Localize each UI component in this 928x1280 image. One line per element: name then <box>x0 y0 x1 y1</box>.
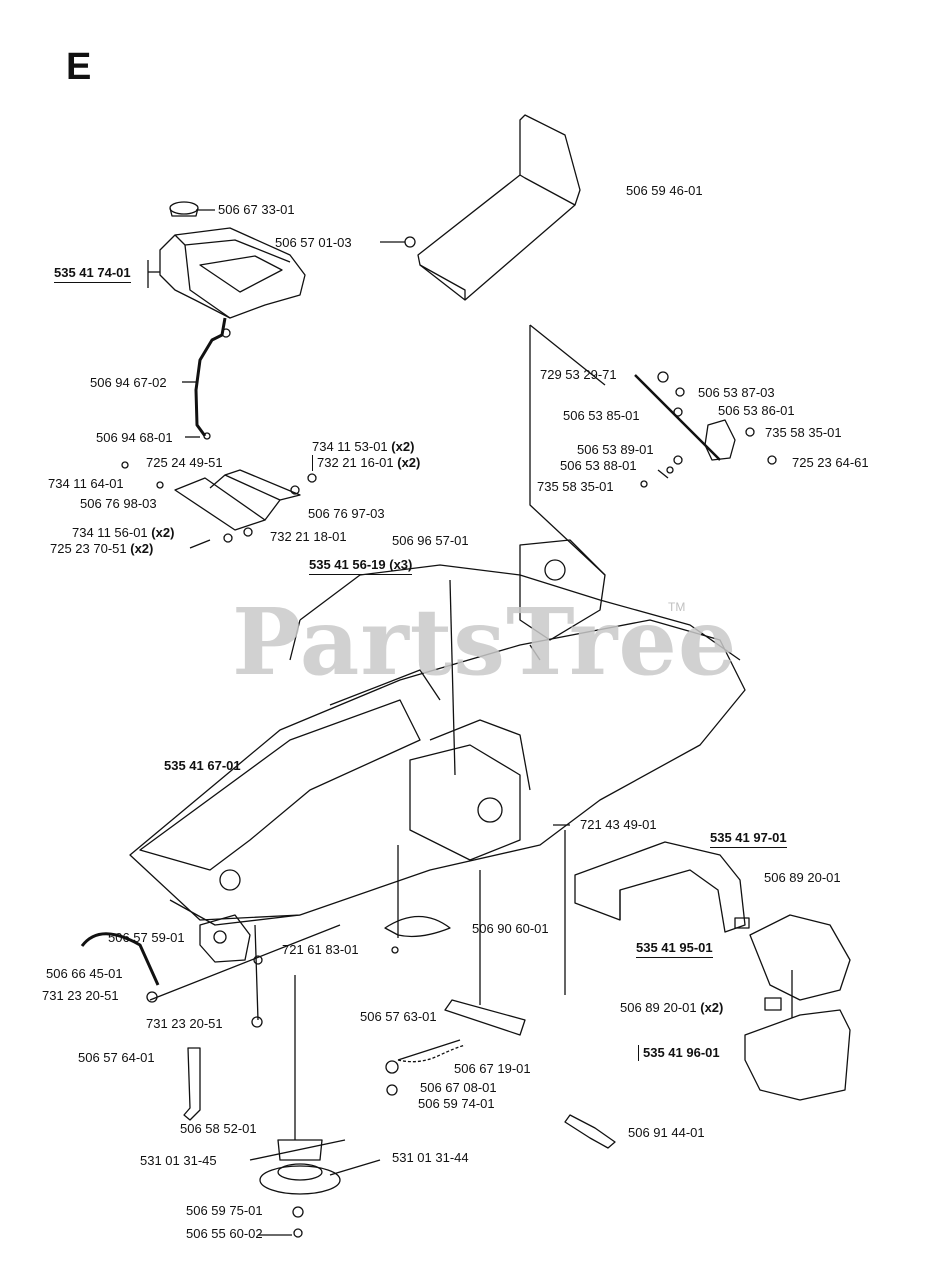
part-label: 506 67 19-01 <box>454 1061 531 1076</box>
section-letter: E <box>66 46 92 88</box>
part-label: 506 89 20-01 <box>764 870 841 885</box>
part-label: 506 59 74-01 <box>418 1096 495 1111</box>
leader-lines <box>149 579 570 1140</box>
part-label: 725 23 64-61 <box>792 455 869 470</box>
part-label: 506 53 89-01 <box>577 442 654 457</box>
quantity: (x2) <box>130 541 154 556</box>
quantity: (x3) <box>389 557 413 572</box>
part-number: 725 23 70-51 <box>50 541 127 556</box>
chassis-frame-drawing <box>129 539 746 926</box>
part-label-assembly: 535 41 56-19 (x3) <box>309 557 413 575</box>
fuel-tank-drawing <box>147 201 306 440</box>
part-label: 734 11 64-01 <box>48 476 124 491</box>
trademark-mark: TM <box>668 600 686 614</box>
footrest-drawing <box>380 114 581 301</box>
quantity: (x2) <box>700 1000 724 1015</box>
part-label: 506 57 63-01 <box>360 1009 437 1024</box>
quantity: (x2) <box>151 525 175 540</box>
part-label: 506 58 52-01 <box>180 1121 257 1136</box>
part-label: 506 90 60-01 <box>472 921 549 936</box>
part-label: 725 23 70-51 (x2) <box>50 541 153 557</box>
part-number: 732 21 16-01 <box>317 455 394 470</box>
part-label: 506 55 60-02 <box>186 1226 263 1241</box>
part-label: 506 94 67-02 <box>90 375 167 390</box>
belt-cover-drawing <box>574 841 851 1101</box>
part-number: 734 11 56-01 <box>72 525 148 540</box>
part-label: 732 21 16-01 (x2) <box>312 455 420 471</box>
part-number: 506 89 20-01 <box>620 1000 697 1015</box>
part-label: 506 67 08-01 <box>420 1080 497 1095</box>
part-label: 506 53 86-01 <box>718 403 795 418</box>
quantity: (x2) <box>391 439 415 454</box>
lower-parts-drawing <box>80 914 616 1238</box>
part-number: 535 41 56-19 <box>309 557 386 572</box>
part-label: 721 61 83-01 <box>282 942 359 957</box>
part-label: 506 76 97-03 <box>308 506 385 521</box>
part-number: 734 11 53-01 <box>312 439 388 454</box>
part-label: 506 53 88-01 <box>560 458 637 473</box>
part-label: 721 43 49-01 <box>580 817 657 832</box>
lever-assembly-drawing <box>529 324 777 576</box>
watermark: PartsTree <box>232 588 738 696</box>
part-label-assembly: 535 41 96-01 <box>638 1045 720 1061</box>
part-label: 732 21 18-01 <box>270 529 347 544</box>
part-label: 729 53 29-71 <box>540 367 617 382</box>
part-label: 506 89 20-01 (x2) <box>620 1000 723 1016</box>
part-label: 506 53 87-03 <box>698 385 775 400</box>
part-label: 734 11 56-01 (x2) <box>72 525 174 541</box>
part-label: 506 96 57-01 <box>392 533 469 548</box>
part-label: 735 58 35-01 <box>765 425 842 440</box>
part-label: 506 91 44-01 <box>628 1125 705 1140</box>
part-label-assembly: 535 41 74-01 <box>54 265 131 283</box>
part-label: 731 23 20-51 <box>146 1016 223 1031</box>
part-label: 506 59 75-01 <box>186 1203 263 1218</box>
part-label: 506 53 85-01 <box>563 408 640 423</box>
part-label: 506 76 98-03 <box>80 496 157 511</box>
part-label: 734 11 53-01 (x2) <box>312 439 414 455</box>
part-label-assembly: 535 41 97-01 <box>710 830 787 848</box>
part-label: 506 57 64-01 <box>78 1050 155 1065</box>
quantity: (x2) <box>397 455 421 470</box>
part-label: 506 57 01-03 <box>275 235 352 250</box>
part-label-assembly: 535 41 67-01 <box>164 758 241 773</box>
part-label: 506 66 45-01 <box>46 966 123 981</box>
part-label-assembly: 535 41 95-01 <box>636 940 713 958</box>
part-label: 725 24 49-51 <box>146 455 223 470</box>
part-label: 531 01 31-45 <box>140 1153 217 1168</box>
part-label: 735 58 35-01 <box>537 479 614 494</box>
part-label: 506 67 33-01 <box>218 202 295 217</box>
part-label: 731 23 20-51 <box>42 988 119 1003</box>
part-label: 531 01 31-44 <box>392 1150 469 1165</box>
part-label: 506 59 46-01 <box>626 183 703 198</box>
part-label: 506 94 68-01 <box>96 430 173 445</box>
bracket-set-drawing <box>121 461 317 549</box>
part-label: 506 57 59-01 <box>108 930 185 945</box>
